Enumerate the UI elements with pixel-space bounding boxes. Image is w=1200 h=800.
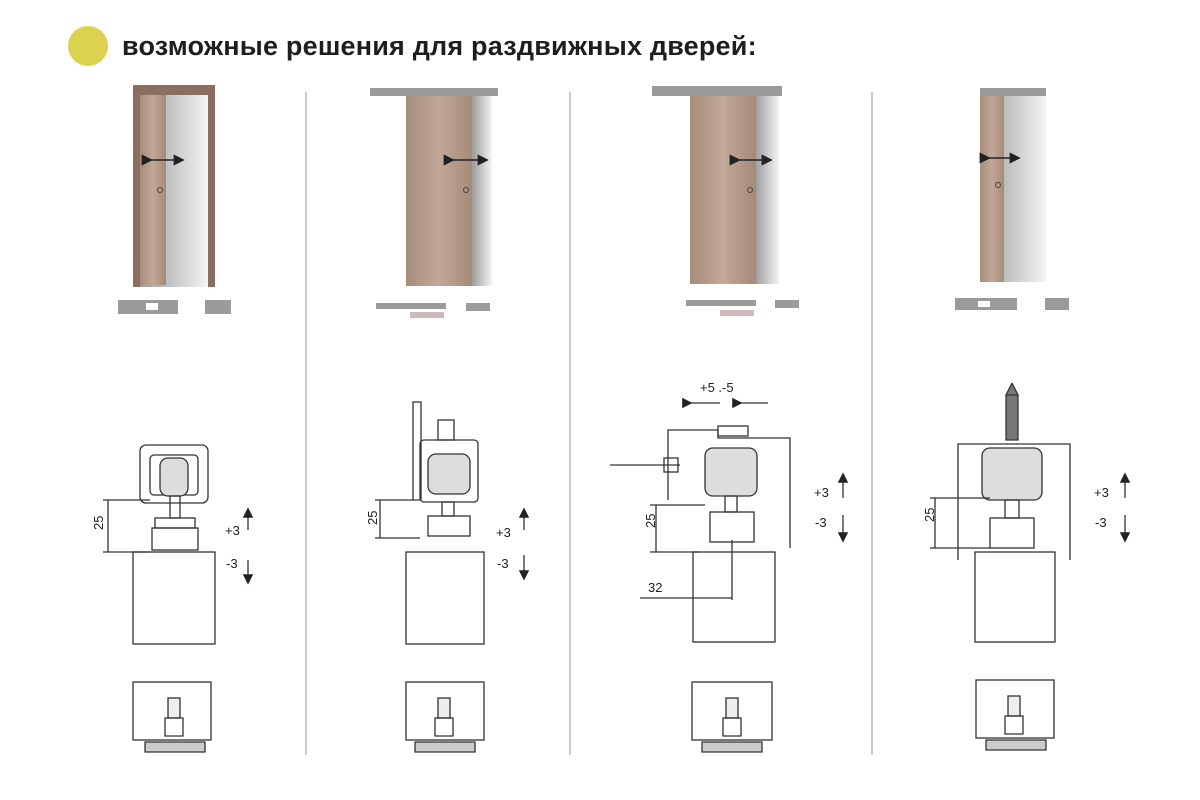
floor-guide-4 xyxy=(975,679,1055,751)
shift-label: +5 .-5 xyxy=(700,380,734,395)
adjust-down-label: -3 xyxy=(815,515,827,530)
adjust-up-label: +3 xyxy=(1094,485,1109,500)
floor-guide-2 xyxy=(405,681,485,753)
adjust-up-label: +3 xyxy=(225,523,240,538)
roller-section-3 xyxy=(610,397,849,643)
roller-section-4 xyxy=(930,382,1131,643)
dim-25-label: 25 xyxy=(643,514,658,528)
page-title-block: возможные решения для раздвижных дверей: xyxy=(68,26,757,66)
door-illustration-wall-mounted xyxy=(652,86,799,316)
floor-guide-1 xyxy=(132,681,212,753)
roller-section-2 xyxy=(375,401,530,645)
accent-dot-icon xyxy=(68,26,108,66)
door-illustration-ceiling xyxy=(955,88,1069,310)
adjust-down-label: -3 xyxy=(1095,515,1107,530)
roller-section-1 xyxy=(103,444,254,645)
dim-25-label: 25 xyxy=(922,508,937,522)
dim-25-label: 25 xyxy=(365,511,380,525)
adjust-up-label: +3 xyxy=(814,485,829,500)
offset-32-label: 32 xyxy=(648,580,662,595)
door-illustration-barn xyxy=(370,88,498,318)
dim-25-label: 25 xyxy=(91,516,106,530)
adjust-up-label: +3 xyxy=(496,525,511,540)
adjust-down-label: -3 xyxy=(497,556,509,571)
page-title: возможные решения для раздвижных дверей: xyxy=(122,30,757,61)
floor-guide-3 xyxy=(691,681,773,753)
door-illustration-pocket xyxy=(118,85,231,314)
adjust-down-label: -3 xyxy=(226,556,238,571)
